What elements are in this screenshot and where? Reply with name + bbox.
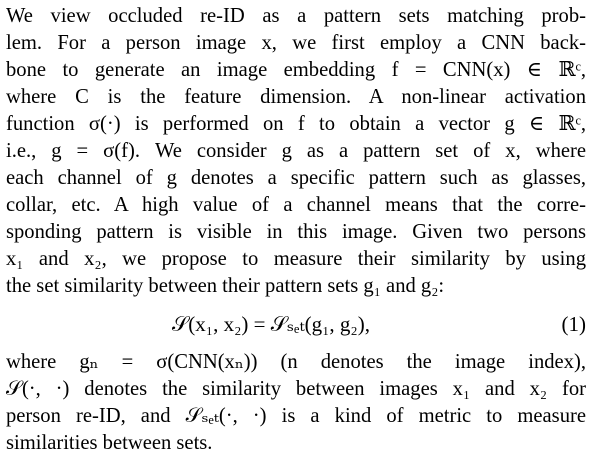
equation-body: 𝒮(x₁, x₂) = 𝒮ₛₑₜ(g₁, g₂), [172, 312, 370, 336]
paragraph-2-line-1: where gₙ = σ(CNN(xₙ)) (n denotes the ima… [6, 351, 586, 373]
paragraph-1-line-7: each channel of g denotes a specific pat… [6, 167, 586, 189]
equation-number: (1) [561, 312, 587, 336]
equation-1: 𝒮(x₁, x₂) = 𝒮ₛₑₜ(g₁, g₂), (1) [6, 311, 586, 337]
paragraph-1-line-2: lem. For a person image x, we first empl… [6, 32, 586, 54]
paragraph-1-line-4: where C is the feature dimension. A non-… [6, 86, 586, 108]
paragraph-2-line-2: 𝒮(·, ·) denotes the similarity between i… [6, 378, 586, 400]
paragraph-1-line-1: We view occluded re-ID as a pattern sets… [6, 5, 586, 27]
paragraph-1-line-6: i.e., g = σ(f). We consider g as a patte… [6, 140, 586, 162]
paragraph-2-line-3: person re-ID, and 𝒮ₛₑₜ(·, ·) is a kind o… [6, 405, 586, 427]
paragraph-1-line-9: sponding pattern is visible in this imag… [6, 221, 586, 243]
paragraph-1-line-10: x₁ and x₂, we propose to measure their s… [6, 248, 586, 270]
paragraph-1-line-11: the set similarity between their pattern… [6, 275, 445, 297]
paragraph-1-line-8: collar, etc. A high value of a channel m… [6, 194, 586, 216]
paragraph-1-line-3: bone to generate an image embedding f = … [6, 59, 586, 81]
paragraph-2-line-4: similarities between sets. [6, 432, 213, 454]
paragraph-1-line-5: function σ(·) is performed on f to obtai… [6, 113, 586, 135]
